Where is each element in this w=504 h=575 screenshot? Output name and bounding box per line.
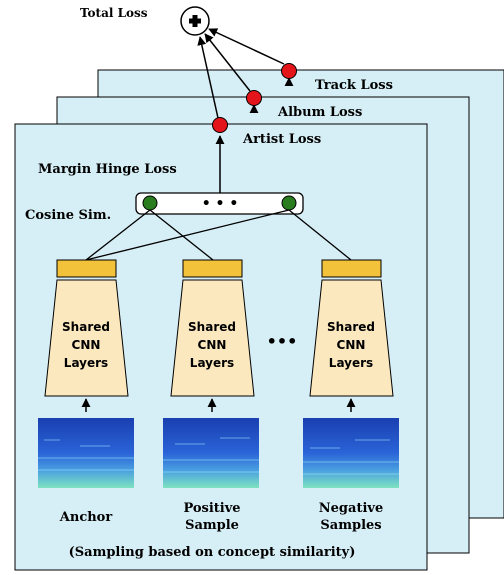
track-to-total-arrow: [208, 28, 285, 65]
sim-connections: [85, 209, 352, 261]
cnn-between-dots: •••: [267, 332, 298, 351]
positive-label-line2: Sample: [185, 518, 239, 533]
album-loss-node: [246, 90, 262, 106]
artist-loss-label: Artist Loss: [242, 132, 321, 147]
track-loss-node: [281, 63, 297, 79]
cnn-2-line2: CNN: [198, 338, 227, 352]
anchor-spectrogram: [38, 418, 134, 488]
album-loss-label: Album Loss: [277, 105, 362, 120]
cosine-sim-label: Cosine Sim.: [25, 208, 111, 223]
sim-node-right: [281, 195, 297, 211]
negative-label-line2: Samples: [320, 518, 381, 533]
sim-dots: • • •: [202, 196, 239, 212]
sim-node-left: [142, 195, 158, 211]
cnn-block-1: Shared CNN Layers: [44, 259, 129, 397]
positive-spectrogram: [163, 418, 259, 488]
artist-loss-node: [212, 117, 228, 133]
positive-label-line1: Positive: [183, 501, 240, 516]
cnn-1-line2: CNN: [72, 338, 101, 352]
negative-label-line1: Negative: [319, 501, 383, 516]
cnn-block-3: Shared CNN Layers: [309, 259, 394, 397]
cnn-3-line3: Layers: [329, 356, 373, 370]
margin-hinge-loss-label: Margin Hinge Loss: [38, 162, 177, 177]
artist-to-total-arrow: [197, 36, 219, 119]
cnn-2-line3: Layers: [190, 356, 234, 370]
cnn-2-line1: Shared: [188, 320, 236, 334]
cnn-3-line2: CNN: [337, 338, 366, 352]
cnn-3-line1: Shared: [327, 320, 375, 334]
cnn-1-line1: Shared: [62, 320, 110, 334]
album-to-total-arrow: [204, 33, 251, 92]
total-loss-label: Total Loss: [80, 6, 148, 20]
anchor-label: Anchor: [59, 510, 113, 525]
negative-spectrogram: [303, 418, 399, 488]
cnn-1-line3: Layers: [64, 356, 108, 370]
sampling-note: (Sampling based on concept similarity): [69, 545, 356, 560]
cnn-block-2: Shared CNN Layers: [170, 259, 255, 397]
cosine-sim-box: [135, 192, 304, 215]
track-loss-label: Track Loss: [315, 78, 393, 93]
total-loss-node: [180, 6, 210, 36]
